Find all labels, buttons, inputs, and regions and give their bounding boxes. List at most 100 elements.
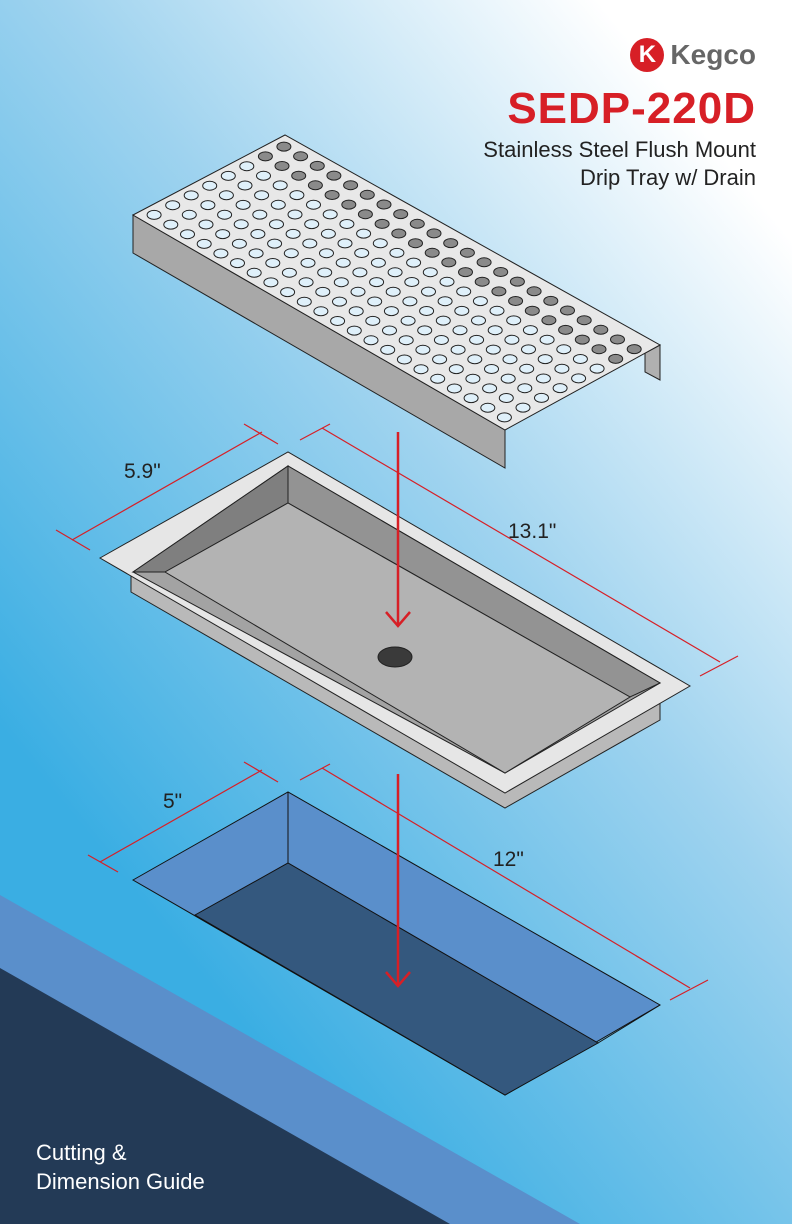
grate-hole xyxy=(626,344,642,355)
grate-hole xyxy=(357,209,373,220)
grate-hole xyxy=(198,219,214,230)
grate-hole xyxy=(439,276,455,287)
grate-hole xyxy=(506,315,522,326)
grate-hole xyxy=(498,393,514,403)
grate-hole xyxy=(408,238,423,249)
grate-hole xyxy=(183,190,199,201)
grate-hole xyxy=(419,306,435,316)
grate-hole xyxy=(398,335,414,346)
grate-hole xyxy=(393,209,409,220)
grate-hole xyxy=(422,267,438,278)
grate-hole xyxy=(424,247,440,258)
grate-hole xyxy=(383,306,399,317)
grate-hole xyxy=(270,199,286,210)
grate-hole xyxy=(485,344,501,355)
grate-hole xyxy=(354,248,370,258)
grate-hole xyxy=(180,229,195,240)
grate-hole xyxy=(285,228,301,239)
grate-hole xyxy=(306,199,321,210)
grate-hole xyxy=(165,200,181,211)
grate-hole xyxy=(254,190,270,201)
grate-hole xyxy=(572,354,588,364)
model-number: SEDP-220D xyxy=(507,84,756,133)
grate-hole xyxy=(337,238,353,249)
tray-length-label: 13.1" xyxy=(508,520,557,543)
grate-hole xyxy=(504,334,520,345)
grate-hole xyxy=(339,219,355,229)
grate-hole xyxy=(319,248,334,259)
grate-hole xyxy=(289,190,305,201)
grate-hole xyxy=(385,286,401,297)
grate-hole xyxy=(576,315,592,326)
grate-hole xyxy=(524,305,540,316)
grate-hole xyxy=(406,257,422,268)
grate-hole xyxy=(608,353,624,364)
grate-hole xyxy=(448,364,464,375)
grate-hole xyxy=(293,151,309,162)
grate-hole xyxy=(287,209,303,220)
counter-cutout xyxy=(131,791,662,1096)
grate-hole xyxy=(146,209,162,220)
grate-hole xyxy=(163,219,179,230)
grate-hole xyxy=(541,315,557,326)
grate-hole xyxy=(248,248,264,259)
grate-hole xyxy=(396,354,412,365)
grate-hole xyxy=(200,200,216,211)
grate-hole xyxy=(543,295,559,306)
grate-hole xyxy=(474,276,490,287)
grate-hole xyxy=(430,373,446,384)
grate-hole xyxy=(404,277,420,287)
grate-hole xyxy=(471,315,486,326)
caption-line-2: Dimension Guide xyxy=(36,1169,205,1194)
grate-hole xyxy=(300,257,316,268)
grate-hole xyxy=(350,286,366,297)
grate-hole xyxy=(435,315,451,326)
grate-hole xyxy=(484,364,499,374)
grate-hole xyxy=(417,325,433,336)
grate-hole xyxy=(196,238,212,249)
grate-hole xyxy=(213,248,229,259)
grate-hole xyxy=(281,267,297,278)
grate-hole xyxy=(274,161,290,171)
grate-hole xyxy=(332,296,347,307)
grate-hole xyxy=(409,218,425,229)
brand-name: Kegco xyxy=(670,39,756,70)
grate-hole xyxy=(309,160,325,171)
grate-hole xyxy=(534,392,549,403)
grate-hole xyxy=(413,364,429,375)
grate-hole xyxy=(215,229,231,240)
grate-hole xyxy=(376,199,392,210)
grate-hole xyxy=(591,344,607,355)
grate-hole xyxy=(252,209,268,220)
perforated-grate xyxy=(131,134,662,469)
grate-hole xyxy=(400,315,416,326)
grate-hole xyxy=(589,363,605,374)
grate-hole xyxy=(496,412,512,423)
grate-hole xyxy=(441,257,457,268)
grate-hole xyxy=(519,363,535,374)
grate-hole xyxy=(537,354,553,365)
grate-hole xyxy=(443,238,459,249)
grate-hole xyxy=(307,180,323,191)
grate-hole xyxy=(237,180,253,191)
dimension-lines xyxy=(55,423,739,1001)
grate-hole xyxy=(263,277,279,288)
grate-hole xyxy=(433,335,449,345)
guide-caption: Cutting & Dimension Guide xyxy=(36,1138,205,1196)
grate-hole xyxy=(257,151,273,162)
cutout-length-label: 12" xyxy=(493,848,524,871)
grate-hole xyxy=(230,258,245,269)
grate-hole xyxy=(593,324,609,335)
grate-hole xyxy=(235,199,251,210)
grate-hole xyxy=(426,228,442,239)
grate-hole xyxy=(458,267,473,278)
grate-hole xyxy=(218,190,234,201)
grate-hole xyxy=(535,373,551,384)
grate-hole xyxy=(326,170,342,181)
grate-hole xyxy=(508,296,524,306)
grate-hole xyxy=(421,286,436,297)
grate-hole xyxy=(456,286,472,297)
subtitle-line-2: Drip Tray w/ Drain xyxy=(579,165,756,190)
grate-hole xyxy=(333,277,349,288)
